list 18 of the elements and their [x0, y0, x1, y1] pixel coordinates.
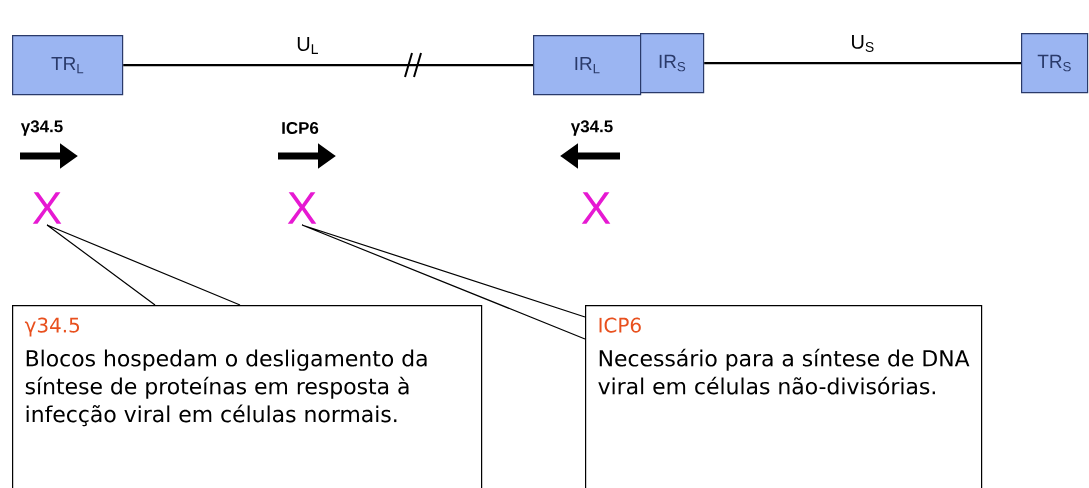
gene-label: γ34.5	[570, 120, 613, 136]
region-box: TR$_{S}$	[1021, 33, 1089, 94]
callout-pointer	[46, 224, 241, 306]
region-box: TR$_{L}$	[12, 35, 124, 96]
callout-box: ICP6 Necessário para a síntese de DNA viral em células não-divisórias.	[585, 305, 983, 488]
region-box: IR$_{L}$	[533, 35, 642, 96]
gene-label: γ34.5	[20, 120, 63, 136]
genome-line	[704, 62, 1021, 65]
deletion-mark: X	[32, 192, 62, 224]
deletion-mark: X	[287, 192, 317, 224]
genome-line	[123, 64, 533, 67]
callout-box: γ34.5 Blocos hospedam o desligamento da síntese de proteínas em resposta à infecção viral em células normais.	[12, 305, 483, 488]
callout-pointer	[301, 224, 586, 340]
gene-label: ICP6	[282, 122, 319, 134]
region-box: IR$_{S}$	[640, 33, 705, 94]
region-label: U$_{S}$	[849, 33, 876, 53]
deletion-mark: X	[581, 192, 611, 224]
region-label: U$_{L}$	[295, 36, 320, 55]
